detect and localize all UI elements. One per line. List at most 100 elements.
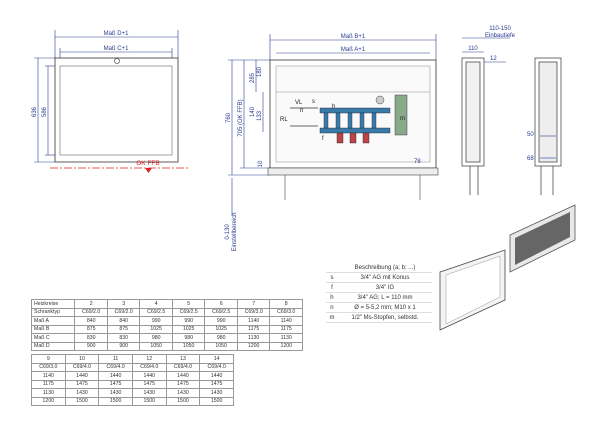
interior-dim-10: 10 (258, 160, 264, 167)
interior-dim-140: 140 (250, 106, 256, 117)
interior-dim-a: Maß A+1 (341, 47, 366, 53)
table-cell: C69/3.0 (31, 362, 66, 372)
table-cell: 10 (64, 354, 100, 364)
legend-value: 3/4" AG; L = 110 mm (337, 292, 432, 303)
table-cell: 11 (98, 354, 133, 364)
table-cell: 1130 (31, 388, 66, 398)
adjust-label: Einstellbereich (232, 212, 238, 251)
table-cell: C69/2.5 (204, 307, 238, 317)
table-cell: C69/3.0 (269, 307, 303, 317)
table-cell: C69/2.5 (171, 307, 206, 317)
legend-value: 3/4" AG mit Konus (337, 272, 432, 283)
interior-dim-180: 180 (257, 66, 263, 77)
legend-header: Beschreibung (a; b; ...) (337, 263, 432, 273)
interior-dim-133: 133 (257, 110, 263, 121)
table-cell: 1500 (199, 396, 234, 406)
table-cell: 1175 (31, 379, 66, 389)
table-cell: 14 (199, 354, 234, 364)
table-cell: 1130 (269, 333, 303, 343)
table-cell: 840 (74, 316, 108, 326)
table-cell: C69/4.0 (64, 362, 100, 372)
table-cell: 1475 (165, 379, 201, 389)
table-cell: 1050 (204, 341, 238, 351)
table-cell: 5 (171, 299, 206, 309)
table-cell: 1175 (269, 324, 303, 334)
floor-marker-icon (145, 168, 152, 173)
table-cell: 1475 (64, 379, 100, 389)
table-cell: Heizkreise (30, 299, 76, 309)
table-cell: 875 (74, 324, 108, 334)
interior-dim-285: 285 (250, 72, 256, 83)
table-cell: 1440 (98, 371, 133, 381)
table-cell: 1025 (171, 324, 206, 334)
cabinet-render-3d (439, 204, 576, 331)
side-dim-68: 68 (527, 156, 534, 162)
table-cell: 1440 (199, 371, 234, 381)
front-view (54, 57, 179, 163)
table-cell: 830 (106, 333, 141, 343)
table-cell: 13 (165, 354, 201, 364)
table-cell: C69/3.0 (236, 307, 271, 317)
table-cell: 830 (74, 333, 108, 343)
table-cell: 1140 (269, 316, 303, 326)
table-cell: 980 (171, 333, 206, 343)
label-n: n (300, 108, 303, 114)
table-cell: 1440 (64, 371, 100, 381)
table-cell: 900 (106, 341, 141, 351)
front-dim-c: Maß C+1 (104, 46, 130, 52)
table-cell: Maß C (30, 333, 76, 343)
table-cell: 980 (139, 333, 173, 343)
label-h: h (332, 104, 335, 110)
table-cell: 6 (204, 299, 238, 309)
table-cell: 1440 (165, 371, 201, 381)
label-f: f (322, 136, 324, 142)
interior-view (267, 59, 439, 200)
table-cell: 1430 (131, 388, 167, 398)
table-cell: 1050 (171, 341, 206, 351)
table-cell: Maß B (30, 324, 76, 334)
table-cell: Schranktyp (30, 307, 76, 317)
interior-dim-78: 78 (414, 159, 421, 165)
legend-key: f (326, 282, 338, 293)
table-cell: 3 (106, 299, 141, 309)
table-cell: 1500 (131, 396, 167, 406)
side-dim-12: 12 (490, 56, 497, 62)
table-cell: 900 (74, 341, 108, 351)
table-cell: 1140 (31, 371, 66, 381)
table-cell: C69/4.0 (199, 362, 234, 372)
table-cell: 2 (74, 299, 108, 309)
table-cell: C69/4.0 (165, 362, 201, 372)
table-cell: C69/2.0 (74, 307, 108, 317)
table-cell: 1200 (31, 396, 66, 406)
depth-label: Einbautiefe (485, 33, 516, 39)
table-cell: 1500 (64, 396, 100, 406)
front-dim-636: 636 (32, 106, 38, 117)
table-cell: 1475 (131, 379, 167, 389)
table-cell: C69/4.0 (98, 362, 133, 372)
table-cell: 1025 (204, 324, 238, 334)
table-cell: 1175 (236, 324, 271, 334)
interior-dim-760: 760 (226, 112, 232, 123)
table-cell: 1500 (165, 396, 201, 406)
table-cell: 7 (236, 299, 271, 309)
legend-value: 1/2" Ms-Stopfen, selbstd. (337, 312, 432, 323)
table-cell: 9 (31, 354, 66, 364)
adjust-range: 0-130 (225, 224, 231, 240)
table-cell: 990 (139, 316, 173, 326)
depth-range: 110-150 (489, 26, 511, 32)
table-cell: Maß D (30, 341, 76, 351)
